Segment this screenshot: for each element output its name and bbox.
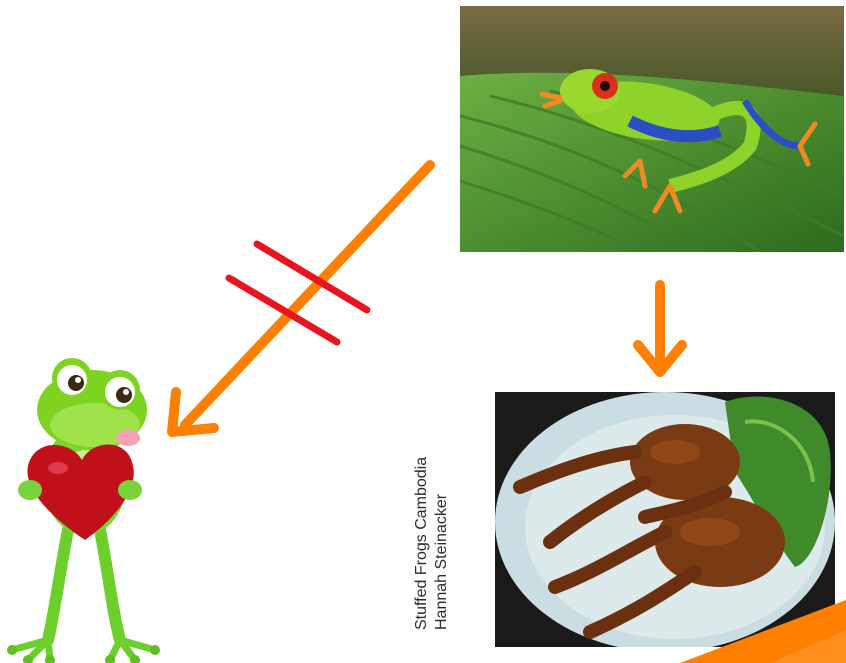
photo-credit-caption: Stuffed Frogs Cambodia Hannah Steinacker (412, 400, 452, 630)
caption-line-2: Hannah Steinacker (432, 400, 452, 630)
caption-line-1: Stuffed Frogs Cambodia (412, 400, 432, 630)
down-arrow-icon (638, 285, 682, 372)
crossed-diagonal-arrow-icon (172, 165, 430, 432)
